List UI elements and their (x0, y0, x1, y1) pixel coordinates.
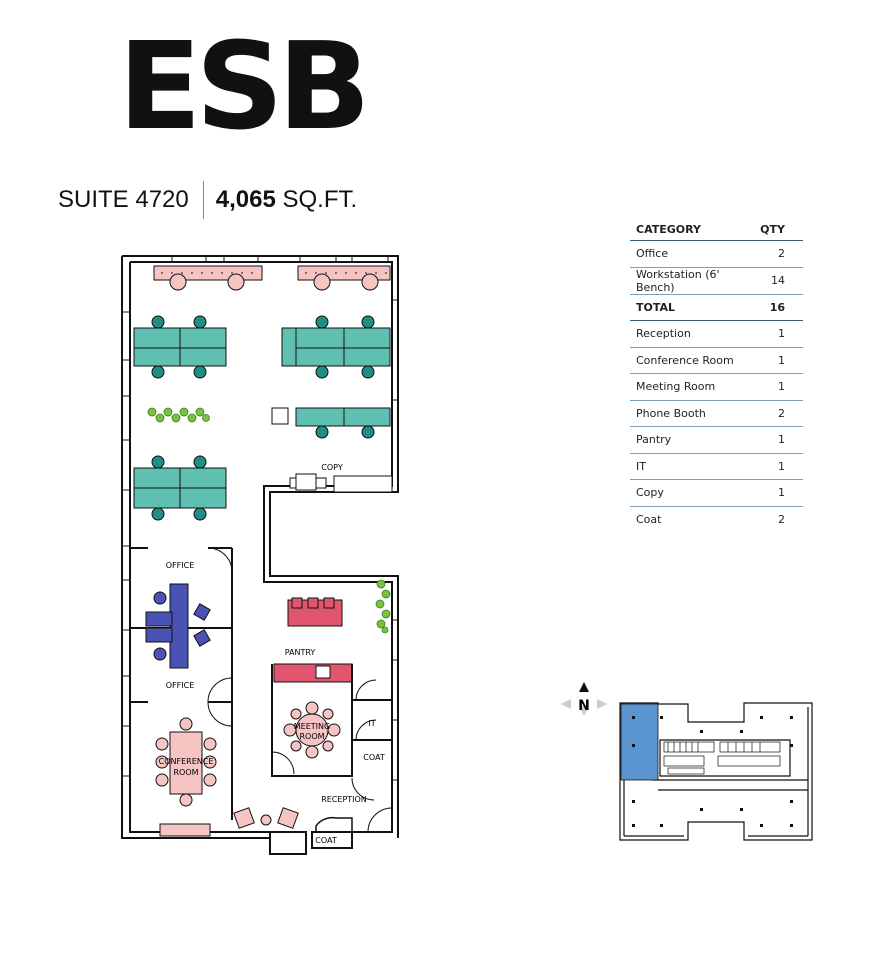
meeting-room-walls (271, 664, 392, 777)
qty-cell: 1 (754, 320, 803, 348)
meeting-furniture (283, 701, 341, 759)
pantry-furniture (273, 597, 353, 683)
reception-wall (315, 816, 353, 832)
meeting-room-doors (271, 679, 393, 833)
category-cell: Workstation (6' Bench) (630, 267, 755, 295)
qty-cell: 1 (754, 453, 803, 480)
conference-label-line1: CONFERENCE (159, 757, 214, 766)
table-row: Coat 2 (630, 506, 803, 532)
office-walls (130, 547, 233, 820)
category-cell: IT (630, 453, 755, 480)
qty-cell: 16 (754, 294, 803, 321)
copy-area (289, 473, 393, 493)
meeting-label-line2: ROOM (299, 732, 324, 741)
category-cell: Conference Room (630, 347, 755, 374)
suite-area-unit: SQ.FT. (282, 186, 358, 213)
table-header-row: CATEGORY QTY (630, 220, 803, 241)
suite-highlight (620, 703, 659, 781)
coat-label-bottom: COAT (315, 836, 337, 845)
reception-label: RECEPTION (321, 795, 367, 804)
category-cell: Copy (630, 479, 755, 507)
qty-cell: 1 (754, 347, 803, 374)
qty-cell: 1 (754, 479, 803, 507)
qty-cell: 1 (754, 426, 803, 454)
category-cell: TOTAL (630, 294, 755, 321)
compass-rose: N (561, 682, 607, 716)
conference-furniture (155, 717, 217, 837)
coat-label-right: COAT (363, 753, 385, 762)
suite-header: SUITE 4720 4,065 SQ.FT. (58, 180, 357, 220)
category-header: CATEGORY (630, 220, 755, 241)
category-cell: Office (630, 240, 755, 268)
category-cell: Coat (636, 512, 662, 526)
office-desks (145, 583, 211, 669)
core-details (663, 741, 781, 775)
category-cell: Pantry (630, 426, 755, 454)
qty-cell: 14 (754, 267, 803, 295)
reception-seating (233, 807, 299, 829)
planters (147, 407, 391, 634)
suite-divider (202, 181, 204, 219)
north-banquettes (153, 265, 391, 291)
category-cell: Meeting Room (630, 373, 755, 401)
it-label: IT (368, 719, 375, 728)
qty-cell: 2 (754, 400, 803, 427)
category-cell: Phone Booth (630, 400, 755, 427)
exterior-walls (121, 255, 399, 855)
esb-logo: ESB (118, 18, 371, 157)
qty-cell: 1 (754, 373, 803, 401)
qty-cell: 2 (754, 240, 803, 268)
office-label-lower: OFFICE (166, 681, 195, 690)
north-windows (171, 255, 389, 263)
workstations (133, 315, 391, 521)
suite-number: SUITE 4720 (58, 186, 189, 213)
office-doors (207, 547, 233, 727)
suite-area: 4,065 SQ.FT. (216, 186, 357, 214)
qty-cell: 2 (778, 512, 785, 526)
pantry-label: PANTRY (285, 648, 316, 657)
meeting-label-line1: MEETING (294, 722, 330, 731)
window-mullions (122, 299, 398, 781)
qty-header: QTY (754, 220, 803, 241)
table-row: Workstation (6' Bench)14 (630, 267, 803, 295)
suite-area-value: 4,065 (215, 186, 276, 213)
category-cell: Reception (630, 320, 755, 348)
copy-label: COPY (321, 463, 343, 472)
office-label-upper: OFFICE (166, 561, 195, 570)
structural-columns (632, 716, 793, 827)
compass-north-label: N (578, 698, 590, 714)
building-outline (619, 702, 813, 841)
conference-label-line2: ROOM (173, 768, 198, 777)
